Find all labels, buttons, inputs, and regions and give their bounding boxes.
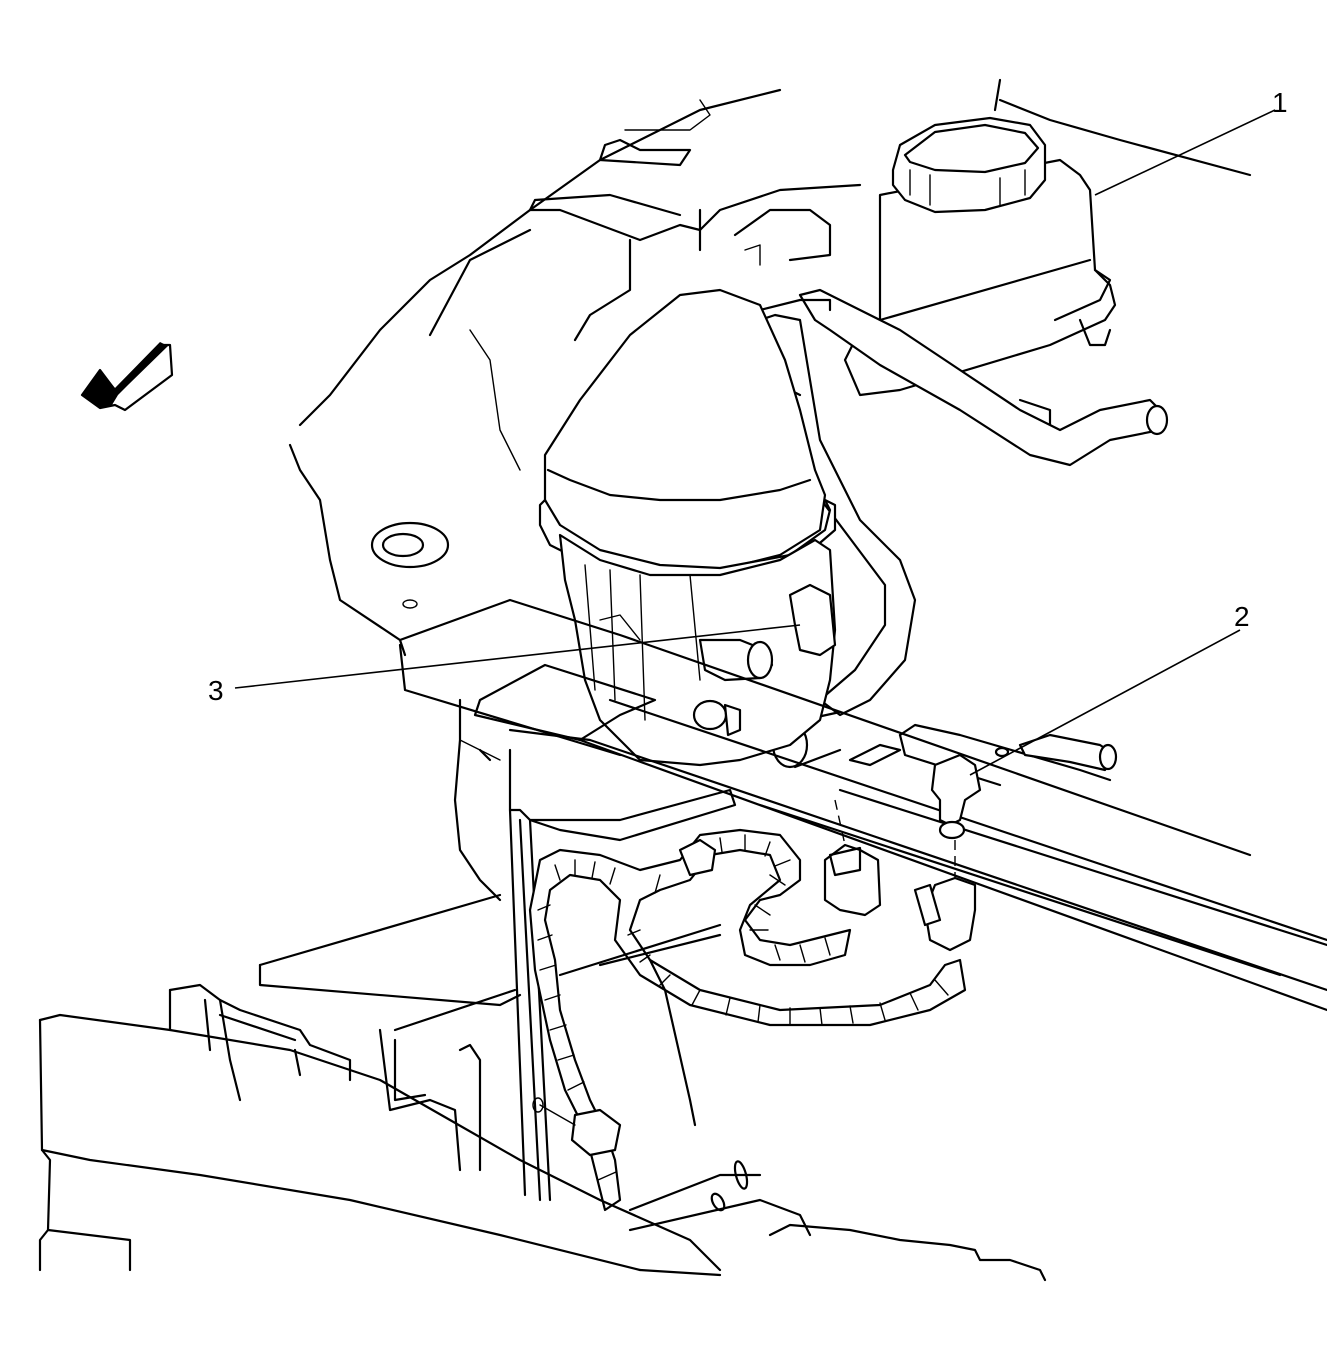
- coolant-surge-tank: [538, 288, 837, 767]
- radiator-support: [398, 598, 1327, 1202]
- connector-assembly: [848, 723, 1118, 952]
- front-direction-arrow-icon: [80, 342, 174, 412]
- front-fascia: [38, 893, 1047, 1282]
- brake-fluid-reservoir: [843, 116, 1117, 437]
- wiring-harness: [528, 828, 967, 1212]
- leader-1: [1094, 109, 1276, 196]
- leader-3: [234, 624, 801, 689]
- leader-2: [969, 629, 1241, 776]
- callout-2: 2: [1234, 601, 1250, 632]
- harness-clip: [692, 699, 882, 917]
- mounting-hole: [370, 521, 450, 609]
- callout-1: 1: [1272, 87, 1288, 118]
- hood-sheet-metal: [288, 78, 1252, 657]
- callout-leaders: [234, 109, 1276, 776]
- callout-3: 3: [208, 675, 224, 706]
